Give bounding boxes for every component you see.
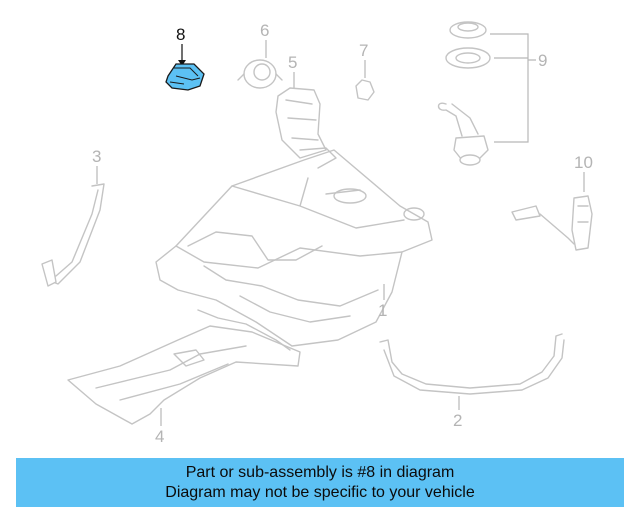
part-2-strap[interactable]: 2	[379, 333, 565, 430]
part-4-shield[interactable]: 4	[67, 309, 301, 446]
part-5[interactable]: 5	[275, 53, 327, 159]
banner-line-2: Diagram may not be specific to your vehi…	[165, 483, 475, 501]
callout-3: 3	[92, 147, 101, 166]
callout-8: 8	[176, 25, 185, 44]
callout-6: 6	[260, 21, 269, 40]
part-1-tank[interactable]: 1	[155, 147, 433, 347]
banner-line-1: Part or sub-assembly is #8 in diagram	[185, 463, 455, 481]
info-banner: Part or sub-assembly is #8 in diagram Di…	[16, 458, 624, 507]
callout-4: 4	[155, 427, 164, 446]
callout-10: 10	[574, 153, 593, 172]
callout-5: 5	[288, 53, 297, 72]
part-8-highlighted[interactable]: 8	[165, 25, 205, 91]
part-3[interactable]: 3	[41, 147, 105, 287]
part-9[interactable]: 9	[437, 21, 548, 166]
callout-1: 1	[378, 301, 387, 320]
callout-9: 9	[538, 51, 547, 70]
callout-7: 7	[359, 41, 368, 60]
parts-diagram: 8 6 5 7 9 10	[41, 21, 593, 446]
callout-2: 2	[453, 411, 462, 430]
part-6[interactable]: 6	[237, 21, 283, 89]
part-10[interactable]: 10	[511, 153, 593, 251]
part-7[interactable]: 7	[355, 41, 375, 101]
